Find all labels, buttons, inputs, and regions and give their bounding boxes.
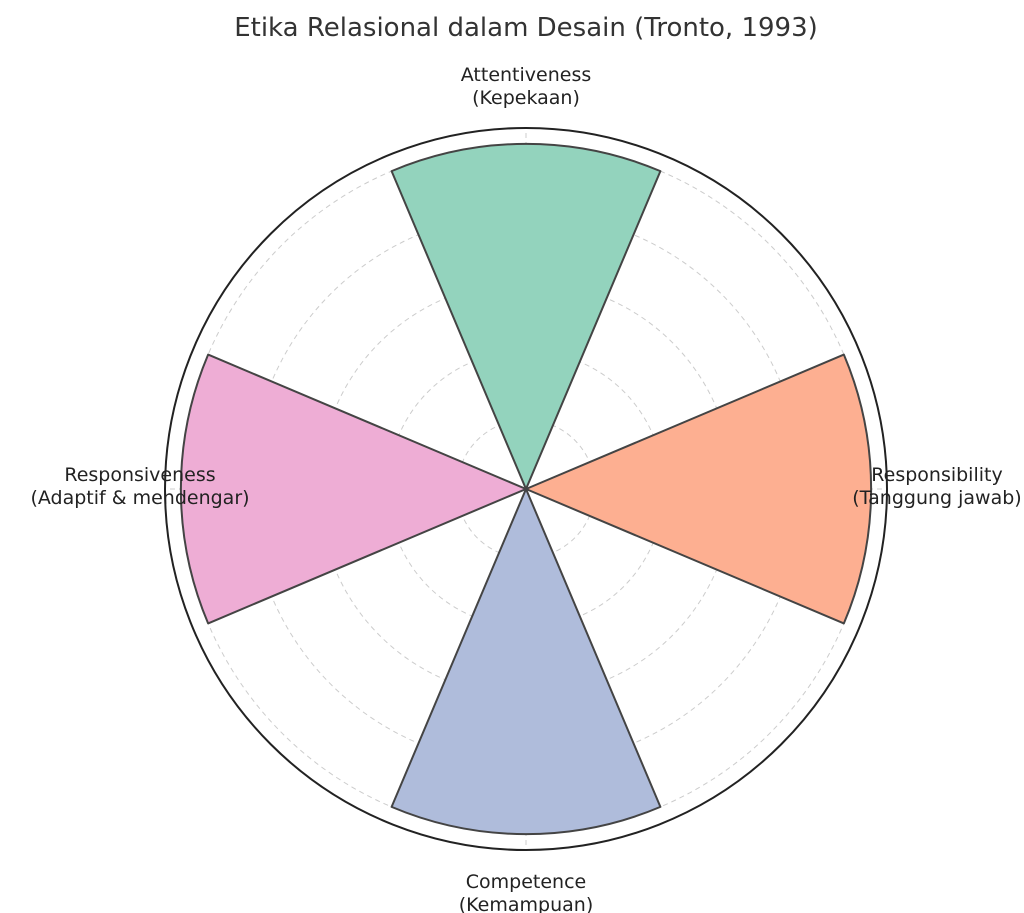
- category-label: Attentiveness: [461, 64, 592, 86]
- category-sublabel: (Tanggung jawab): [852, 487, 1021, 509]
- category-label: Responsibility: [871, 464, 1002, 486]
- category-label: Responsiveness: [64, 464, 215, 486]
- category-sublabel: (Kepekaan): [472, 87, 580, 109]
- bar-competence: [390, 488, 662, 836]
- polar-frame: [164, 127, 888, 851]
- bar-attentiveness: [390, 142, 662, 490]
- category-sublabel: (Adaptif & mendengar): [30, 487, 249, 509]
- chart-title: Etika Relasional dalam Desain (Tronto, 1…: [234, 13, 818, 43]
- category-sublabel: (Kemampuan): [459, 894, 593, 913]
- bar-responsibility: [525, 353, 873, 625]
- category-label: Competence: [466, 871, 586, 893]
- bar-responsiveness: [179, 353, 527, 625]
